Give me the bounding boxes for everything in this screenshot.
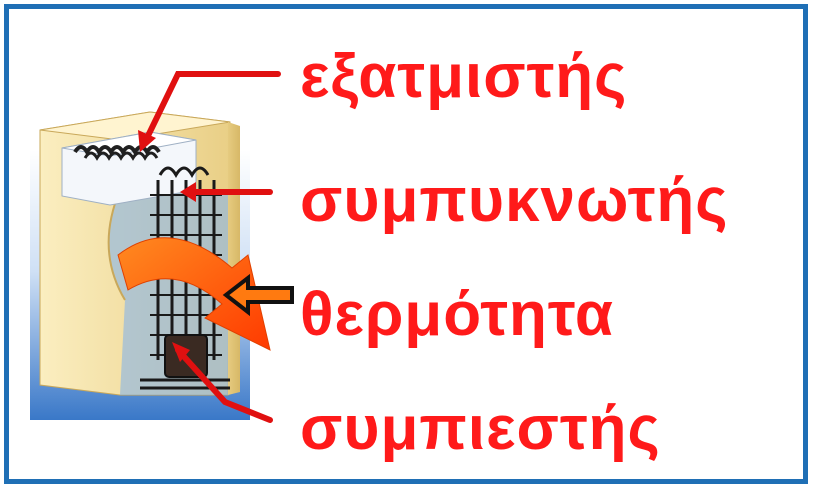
pointer-lines	[143, 71, 281, 423]
evaporator-pointer	[143, 71, 281, 143]
compressor-label: συμπιεστής	[300, 394, 661, 463]
evaporator-pointer-head	[138, 130, 156, 152]
evaporator-box	[61, 131, 197, 206]
heat-flow-arrow	[117, 237, 271, 351]
condenser-label: συμπυκνωτής	[300, 166, 729, 235]
compressor-pointer	[175, 347, 273, 423]
condenser-pointer-head	[180, 182, 196, 202]
compressor-pointer-head	[172, 342, 190, 362]
heat-label: θερμότητα	[300, 280, 614, 349]
outline-arrow-left-icon	[222, 273, 294, 317]
evaporator-label: εξατμιστής	[300, 42, 628, 111]
